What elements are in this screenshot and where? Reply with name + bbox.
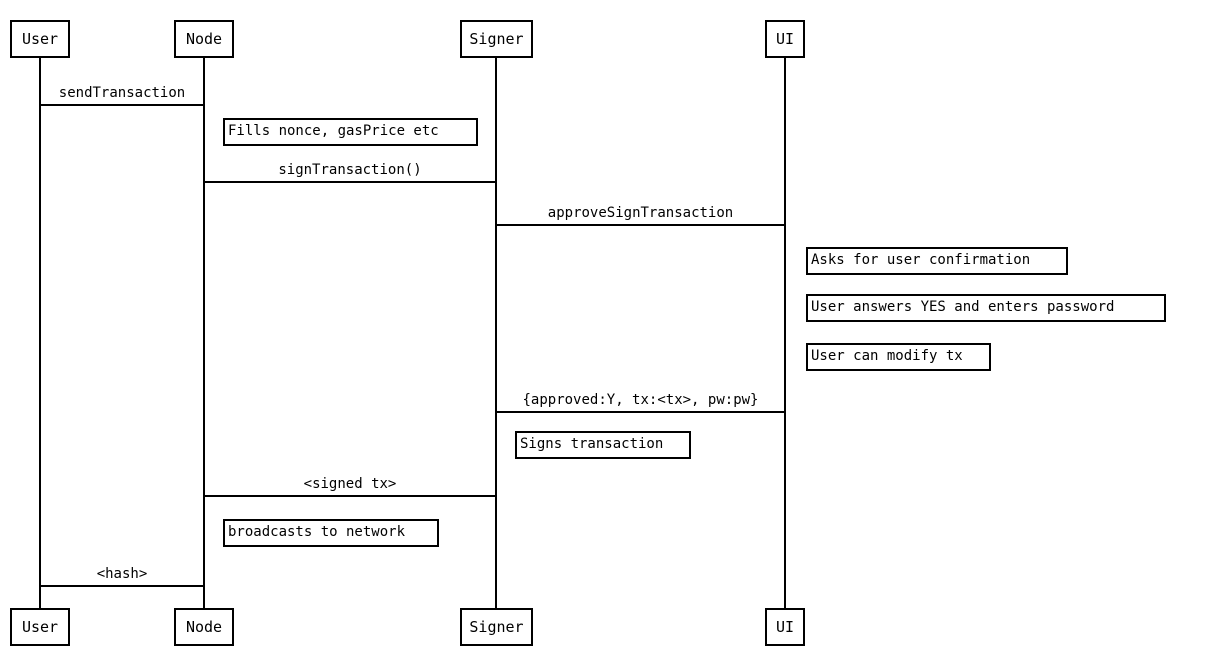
participant-top-ui[interactable]: UI	[765, 20, 805, 58]
participant-bottom-user[interactable]: User	[10, 608, 70, 646]
participant-label: User	[21, 618, 59, 636]
message-label-5: <hash>	[96, 566, 148, 582]
message-label-1: signTransaction()	[278, 162, 422, 178]
message-line-0	[39, 104, 205, 106]
message-label-2: approveSignTransaction	[547, 205, 734, 221]
participant-bottom-signer[interactable]: Signer	[460, 608, 533, 646]
note-box-3: User can modify tx	[806, 343, 991, 371]
participant-top-node[interactable]: Node	[174, 20, 234, 58]
participant-label: Signer	[469, 30, 524, 48]
message-line-3	[495, 411, 786, 413]
participant-label: User	[21, 30, 59, 48]
participant-top-user[interactable]: User	[10, 20, 70, 58]
participant-label: UI	[775, 30, 795, 48]
message-line-1	[203, 181, 497, 183]
participant-label: Signer	[469, 618, 524, 636]
message-label-4: <signed tx>	[303, 476, 397, 492]
lifeline-ui	[784, 58, 786, 608]
participant-label: UI	[775, 618, 795, 636]
participant-top-signer[interactable]: Signer	[460, 20, 533, 58]
note-box-2: User answers YES and enters password	[806, 294, 1166, 322]
participant-label: Node	[185, 30, 223, 48]
message-line-5	[39, 585, 205, 587]
lifeline-user	[39, 58, 41, 608]
message-line-2	[495, 224, 786, 226]
message-line-4	[203, 495, 497, 497]
participant-bottom-ui[interactable]: UI	[765, 608, 805, 646]
participant-bottom-node[interactable]: Node	[174, 608, 234, 646]
note-box-0: Fills nonce, gasPrice etc	[223, 118, 478, 146]
message-label-0: sendTransaction	[58, 85, 186, 101]
lifeline-node	[203, 58, 205, 608]
note-box-1: Asks for user confirmation	[806, 247, 1068, 275]
lifeline-signer	[495, 58, 497, 608]
message-label-3: {approved:Y, tx:<tx>, pw:pw}	[522, 392, 759, 408]
note-box-5: broadcasts to network	[223, 519, 439, 547]
participant-label: Node	[185, 618, 223, 636]
note-box-4: Signs transaction	[515, 431, 691, 459]
